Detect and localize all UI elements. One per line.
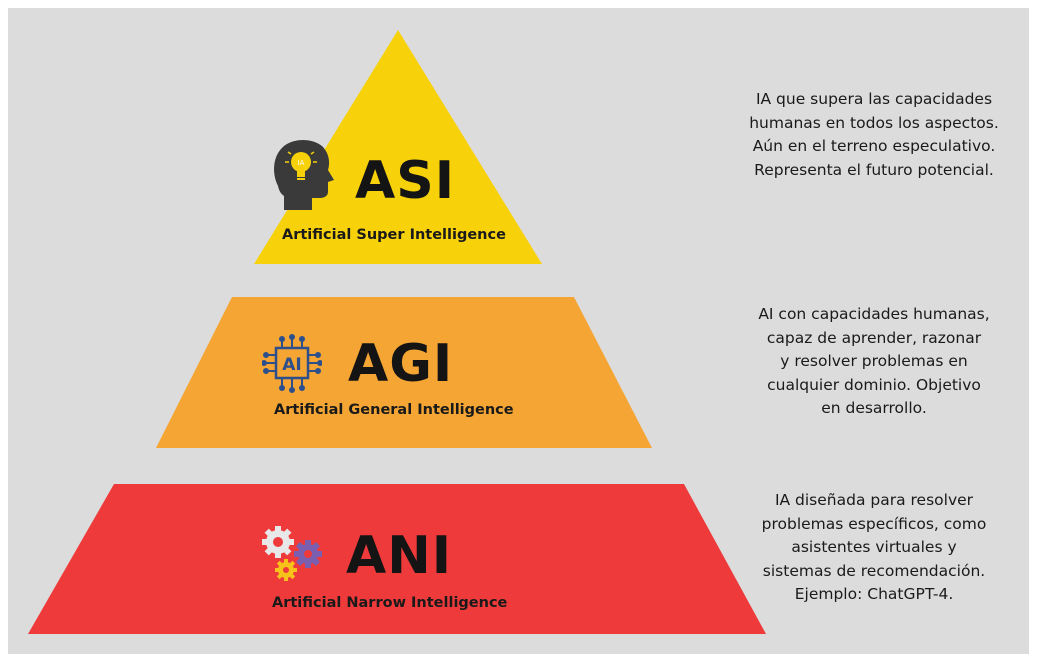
agi-description-line: cualquier dominio. Objetivo xyxy=(767,375,981,394)
agi-description-line: capaz de aprender, razonar xyxy=(766,328,982,347)
ani-title: ANI xyxy=(346,526,453,586)
ai-chip-icon: AI xyxy=(262,334,322,393)
head-lightbulb-icon: IA xyxy=(274,140,334,210)
asi-description-line: Representa el futuro potencial. xyxy=(754,160,994,179)
agi-full-name: Artificial General Intelligence xyxy=(274,402,514,418)
asi-title: ASI xyxy=(355,151,456,211)
asi-full-name: Artificial Super Intelligence xyxy=(282,227,506,243)
agi-description: AI con capacidades humanas, capaz de apr… xyxy=(729,303,1019,421)
ani-description-line: problemas específicos, como xyxy=(761,514,987,533)
asi-description: IA que supera las capacidades humanas en… xyxy=(729,88,1019,182)
svg-text:IA: IA xyxy=(298,159,305,167)
ai-chip-label: AI xyxy=(282,355,301,375)
asi-description-line: humanas en todos los aspectos. xyxy=(749,113,999,132)
agi-description-line: y resolver problemas en xyxy=(780,352,968,370)
asi-description-line: IA que supera las capacidades xyxy=(755,90,993,108)
ani-description-line: Ejemplo: ChatGPT-4. xyxy=(794,585,954,603)
ani-description: IA diseñada para resolver problemas espe… xyxy=(729,489,1019,607)
ani-description-line: asistentes virtuales y xyxy=(791,538,957,556)
gears-icon xyxy=(262,526,322,581)
ani-description-line: sistemas de recomendación. xyxy=(762,561,986,580)
agi-description-line: en desarrollo. xyxy=(821,399,927,417)
agi-title: AGI xyxy=(348,334,454,394)
ani-description-line: IA diseñada para resolver xyxy=(774,491,974,509)
ani-full-name: Artificial Narrow Intelligence xyxy=(272,595,508,611)
asi-description-line: Aún en el terreno especulativo. xyxy=(752,137,996,155)
agi-description-line: AI con capacidades humanas, xyxy=(758,305,990,323)
